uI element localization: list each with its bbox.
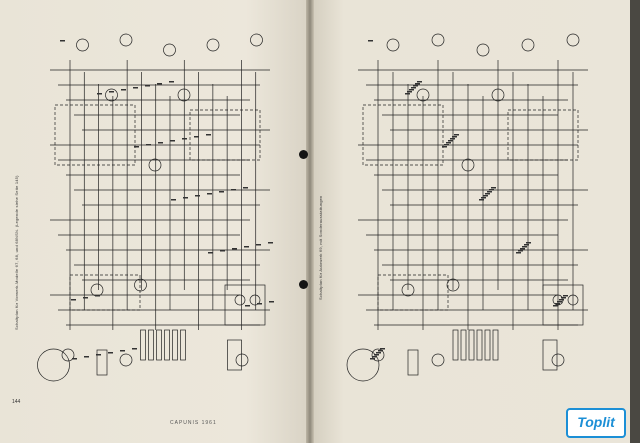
left-page-caption: Schaltplan für Vorwerk-Modelle 67, 68, u… — [14, 175, 19, 330]
page-edge — [630, 0, 640, 443]
book-gutter — [306, 0, 314, 443]
right-wiring-diagram — [346, 33, 588, 382]
page-number: 144 — [12, 399, 21, 405]
binder-hole-bottom — [299, 280, 308, 289]
logo-text: Toplit — [577, 414, 615, 430]
right-page-caption: Schaltplan für Autowerk 69, mit Sonderau… — [318, 195, 323, 300]
footer-text: CAPUNIS 1961 — [170, 420, 217, 426]
left-wiring-diagram — [37, 33, 274, 382]
right-page — [312, 0, 630, 443]
left-page — [0, 0, 308, 443]
binder-hole-top — [299, 150, 308, 159]
toplit-logo: Toplit — [566, 408, 626, 438]
